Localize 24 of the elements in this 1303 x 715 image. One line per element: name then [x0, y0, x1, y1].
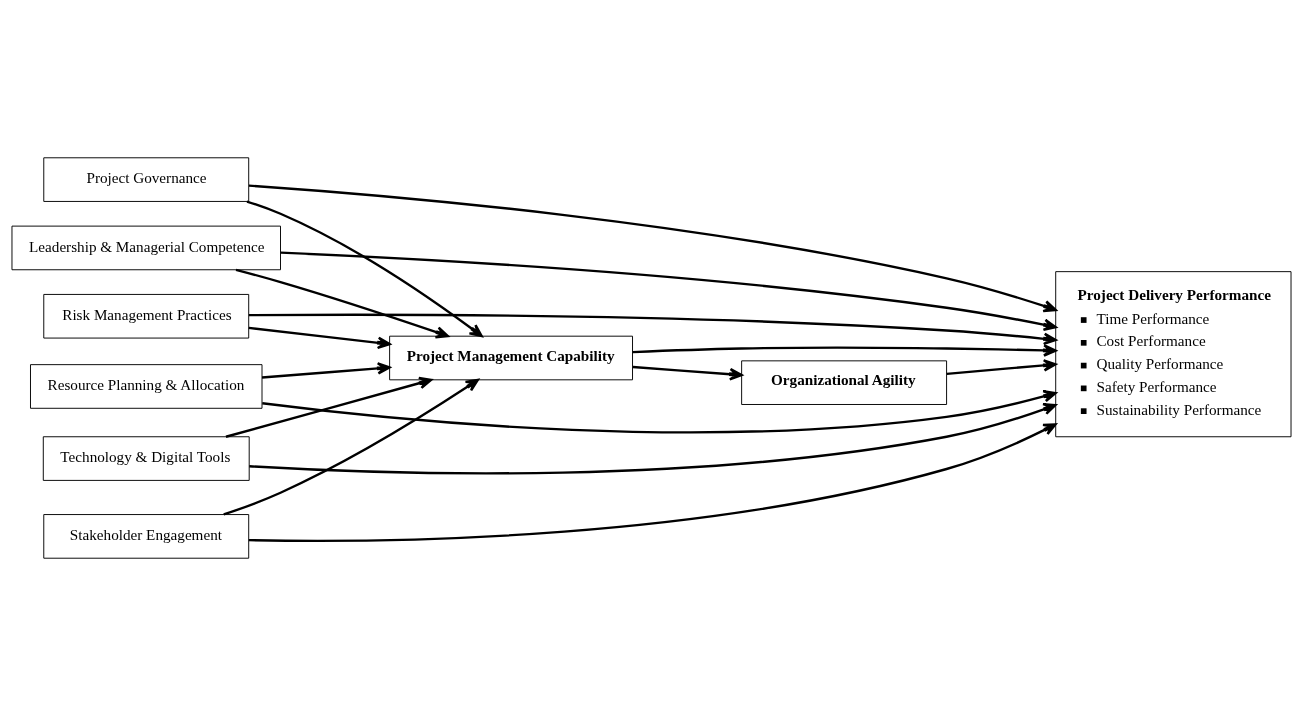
arrow — [249, 402, 1057, 474]
arrow — [261, 361, 391, 379]
arrow — [632, 365, 743, 381]
arrow — [248, 422, 1057, 542]
arrow — [248, 326, 391, 349]
arrow — [262, 389, 1057, 433]
arrow — [235, 268, 450, 338]
node-box: Risk Management Practices — [43, 293, 250, 339]
arrow — [280, 251, 1057, 331]
node-box: Resource Planning & Allocation — [30, 363, 263, 409]
arrow — [248, 183, 1057, 312]
node-box: Project Governance — [43, 156, 250, 202]
arrow — [223, 378, 480, 516]
arrow — [632, 343, 1057, 357]
arrow — [946, 358, 1057, 375]
arrow — [225, 376, 433, 438]
node-box: Technology & Digital Tools — [42, 435, 250, 481]
arrow — [246, 199, 483, 337]
node-box: Organizational Agility — [741, 359, 948, 405]
node-box: Stakeholder Engagement — [43, 513, 250, 559]
arrow — [248, 313, 1057, 345]
node-box: Leadership & Managerial Competence — [11, 225, 281, 270]
node-box: Project Management Capability — [389, 335, 633, 380]
node-box: Project Delivery Performance Time Performance Cost Performance Quality Performance Safety Performance Sustainability Performance — [1055, 270, 1292, 437]
